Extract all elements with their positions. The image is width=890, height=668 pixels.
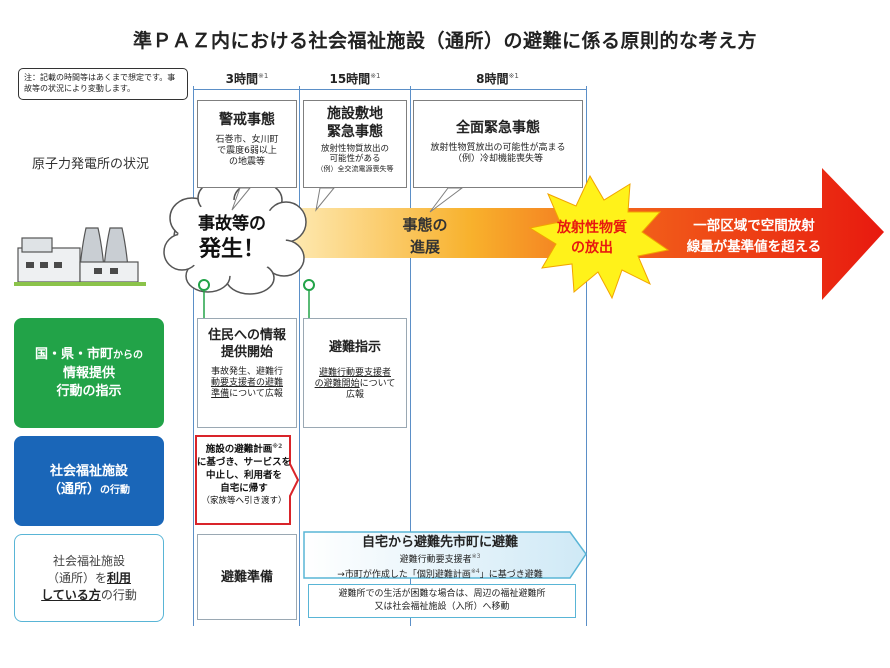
- grid-line-2: [410, 86, 411, 626]
- grid-line-0: [193, 86, 194, 626]
- event-site-title-2: 緊急事態: [327, 124, 383, 140]
- user-line-2-underline: 利用: [107, 570, 132, 585]
- user-evac-title: 自宅から避難先市町に避難: [361, 535, 518, 550]
- gov-action-2-desc-1: 避難行動要支援者: [318, 368, 391, 378]
- timeline-header-3h: 3時間※1: [225, 72, 269, 86]
- event-general-desc-1: 放射性物質放出の可能性が高まる: [430, 143, 566, 153]
- user-evac-note-1: 避難所での生活が困難な場合は、周辺の福祉避難所: [338, 589, 546, 599]
- event-alert-desc-2: で震度6弱以上: [217, 146, 277, 156]
- user-evac-sub-2-end: 」に基づき避難: [479, 570, 543, 580]
- arrow-end-line-1: 一部区域で空間放射: [693, 218, 815, 234]
- facility-action-line-3: 中止し、利用者を: [205, 470, 282, 482]
- user-evac-action: 自宅から避難先市町に避難 避難行動要支援者※3 →市町が作成した「個別避難計画※…: [306, 534, 574, 581]
- event-site-desc-2: 可能性がある: [329, 154, 381, 164]
- burst-line-2: の放出: [571, 240, 613, 256]
- event-alert-desc-1: 石巻市、女川町: [215, 135, 279, 145]
- event-site-desc-3: （例）全交流電源喪失等: [316, 165, 394, 173]
- connector-dot-1: [198, 279, 210, 291]
- gov-line-1: 国・県・市町: [34, 346, 113, 362]
- row-label-facility: 社会福祉施設 （通所）の行動: [14, 436, 164, 526]
- facility-action-line-5: （家族等へ引き渡す）: [201, 496, 287, 507]
- gov-line-3: 行動の指示: [56, 383, 122, 399]
- connector-dot-2: [303, 279, 315, 291]
- page-title: 準ＰＡＺ内における社会福祉施設（通所）の避難に係る原則的な考え方: [132, 30, 757, 52]
- facility-action-line-2: に基づき、サービスを: [196, 457, 292, 469]
- user-evac-arrow-frame: [303, 531, 587, 579]
- user-evac-sub-1-sup: ※3: [471, 553, 481, 560]
- user-line-3-underline: している方: [41, 587, 101, 602]
- power-plant-icon: [14, 227, 146, 286]
- row-label-government: 国・県・市町からの 情報提供 行動の指示: [14, 318, 164, 428]
- user-line-2-pre: （通所）を: [46, 570, 107, 585]
- gov-action-2-desc-3: 広報: [345, 390, 364, 400]
- facility-action: 施設の避難計画※2 に基づき、サービスを 中止し、利用者を 自宅に帰す （家族等…: [196, 440, 292, 508]
- user-line-1: 社会福祉施設: [52, 553, 125, 568]
- arrow-progress-line-1: 事態の: [402, 216, 448, 234]
- facility-small: の行動: [100, 484, 130, 496]
- user-evac-note: 避難所での生活が困難な場合は、周辺の福祉避難所 又は社会福祉施設（入所）へ移動: [308, 584, 576, 618]
- grid-line-1: [299, 86, 300, 626]
- gov-action-1-desc-1: 事故発生、避難行: [210, 367, 283, 377]
- event-general-title: 全面緊急事態: [456, 120, 540, 136]
- grid-line-3: [586, 86, 587, 626]
- row-label-user: 社会福祉施設 （通所）を利用 している方の行動: [14, 534, 164, 622]
- gov-action-1-title-2: 提供開始: [220, 345, 273, 360]
- burst-star: [528, 174, 670, 300]
- gov-action-2-title: 避難指示: [328, 340, 381, 355]
- gov-action-1-desc-2: 動要支援者の避難: [210, 378, 283, 388]
- gov-line-2: 情報提供: [62, 365, 115, 381]
- cloud-line-2: 発生！: [198, 237, 265, 262]
- arrow-progress-text: 事態の 進展: [385, 214, 465, 258]
- facility-action-frame: [195, 435, 300, 525]
- cloud-text: 事故等の 発生！: [180, 212, 284, 264]
- gov-action-1-title-1: 住民への情報: [207, 328, 286, 343]
- event-alert-title: 警戒事態: [219, 112, 275, 128]
- gov-action-1-desc-3b: について広報: [229, 389, 283, 399]
- facility-action-line-4: 自宅に帰す: [220, 483, 268, 495]
- burst-text: 放射性物質 の放出: [538, 218, 646, 258]
- row-label-plant-status: 原子力発電所の状況: [31, 157, 149, 172]
- cloud-line-1: 事故等の: [198, 214, 266, 234]
- gov-action-2-desc-2b: について: [359, 379, 396, 389]
- user-action-prep-text: 避難準備: [220, 569, 273, 585]
- user-action-prep: 避難準備: [197, 534, 297, 620]
- assumption-note: 注：記載の時間等はあくまで想定です。事故等の状況により変動します。: [18, 68, 188, 100]
- event-general-desc-2: （例）冷却機能喪失等: [452, 154, 543, 164]
- timeline-header-15h: 15時間※1: [329, 72, 381, 86]
- facility-line-2: （通所）: [47, 481, 100, 497]
- facility-action-line-1: 施設の避難計画: [205, 444, 273, 456]
- arrow-progress-line-2: 進展: [409, 238, 440, 256]
- event-site-emergency: 施設敷地 緊急事態 放射性物質放出の 可能性がある （例）全交流電源喪失等: [303, 100, 407, 188]
- gov-small: からの: [113, 349, 143, 361]
- event-general-emergency: 全面緊急事態 放射性物質放出の可能性が高まる （例）冷却機能喪失等: [413, 100, 583, 188]
- user-evac-sub-2: →市町が作成した「個別避難計画: [337, 570, 471, 580]
- facility-action-sup: ※2: [272, 443, 283, 450]
- user-evac-note-2: 又は社会福祉施設（入所）へ移動: [374, 602, 510, 612]
- arrow-end-text: 一部区域で空間放射 線量が基準値を超える: [664, 216, 844, 258]
- event-site-title-1: 施設敷地: [327, 106, 383, 122]
- timeline-axis: [193, 89, 587, 90]
- user-line-3-post: の行動: [100, 587, 137, 602]
- arrow-end-line-2: 線量が基準値を超える: [686, 239, 822, 255]
- gov-action-2-desc-2: の避難開始: [314, 379, 360, 389]
- event-alert-desc-3: の地震等: [228, 157, 265, 167]
- user-evac-sub-1: 避難行動要支援者: [399, 555, 472, 565]
- timeline-header-8h: 8時間※1: [476, 72, 519, 86]
- gov-action-evac-order: 避難指示 避難行動要支援者 の避難開始について 広報: [303, 318, 407, 428]
- user-evac-sub-2-sup: ※4: [470, 568, 480, 575]
- gov-action-info-start: 住民への情報 提供開始 事故発生、避難行 動要支援者の避難 準備について広報: [197, 318, 297, 428]
- event-alert-state: 警戒事態 石巻市、女川町 で震度6弱以上 の地震等: [197, 100, 297, 188]
- burst-line-1: 放射性物質: [557, 220, 627, 236]
- event-site-desc-1: 放射性物質放出の: [320, 144, 389, 154]
- facility-line-1: 社会福祉施設: [49, 463, 128, 479]
- gov-action-1-desc-3: 準備: [211, 389, 230, 399]
